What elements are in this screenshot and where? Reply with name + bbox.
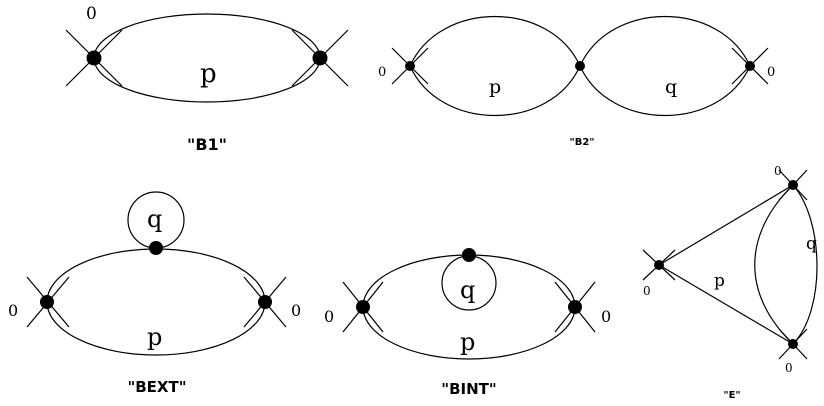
diagram-bext: 0 0 q p "BEXT" bbox=[8, 191, 301, 396]
b1-right-vertex bbox=[312, 50, 328, 66]
e-arc-left bbox=[754, 184, 794, 345]
b2-right-vertex bbox=[745, 61, 755, 71]
diagram-e: 0 0 0 p q "E" bbox=[642, 164, 818, 401]
b2-momentum-q: q bbox=[665, 76, 677, 98]
bint-momentum-q: q bbox=[460, 276, 475, 304]
b1-left-vertex bbox=[86, 50, 102, 66]
e-zero-top-label: 0 bbox=[774, 164, 782, 178]
e-momentum-p: p bbox=[714, 271, 725, 291]
e-zero-left-label: 0 bbox=[643, 284, 651, 298]
bext-momentum-q: q bbox=[147, 205, 162, 233]
bint-zero-left-label: 0 bbox=[324, 307, 334, 326]
e-top-vertex bbox=[788, 180, 798, 190]
e-zero-bottom-label: 0 bbox=[785, 361, 793, 375]
b2-middle-vertex bbox=[575, 61, 585, 71]
b2-loop1-top bbox=[409, 15, 581, 67]
bint-tadpole-vertex bbox=[462, 248, 476, 262]
e-upper-propagator bbox=[658, 184, 794, 266]
bint-caption: "BINT" bbox=[441, 380, 496, 398]
b2-zero-right-label: 0 bbox=[767, 65, 775, 80]
b2-zero-left-label: 0 bbox=[378, 65, 386, 80]
bext-right-vertex bbox=[258, 295, 272, 309]
b2-left-vertex bbox=[405, 61, 415, 71]
bext-left-vertex bbox=[40, 295, 54, 309]
b1-caption: "B1" bbox=[187, 135, 227, 154]
diagram-b2: 0 0 p q "B2" bbox=[378, 15, 775, 148]
bext-caption: "BEXT" bbox=[127, 378, 186, 396]
e-bottom-vertex bbox=[788, 339, 798, 349]
b2-loop1-bottom bbox=[409, 65, 581, 117]
b2-loop2-bottom bbox=[579, 65, 751, 117]
bext-zero-left-label: 0 bbox=[8, 301, 18, 320]
e-momentum-q: q bbox=[806, 234, 817, 254]
bint-right-vertex bbox=[568, 300, 582, 314]
diagram-bint: 0 0 q p "BINT" bbox=[324, 248, 611, 398]
b2-caption: "B2" bbox=[570, 137, 595, 148]
diagram-b1: 0 p "B1" bbox=[65, 4, 349, 154]
bint-left-vertex bbox=[356, 300, 370, 314]
e-arc-right bbox=[792, 184, 818, 345]
b2-loop2-top bbox=[579, 15, 751, 67]
bext-tadpole-vertex bbox=[149, 241, 163, 255]
e-caption: "E" bbox=[723, 390, 740, 401]
bext-momentum-p: p bbox=[147, 323, 162, 351]
e-lower-propagator bbox=[658, 264, 794, 345]
b1-momentum-p: p bbox=[200, 59, 217, 89]
bint-momentum-p: p bbox=[460, 328, 475, 356]
bint-zero-right-label: 0 bbox=[601, 307, 611, 326]
e-left-vertex bbox=[654, 260, 664, 270]
b1-zero-label: 0 bbox=[86, 4, 97, 24]
b2-momentum-p: p bbox=[489, 76, 501, 98]
bext-zero-right-label: 0 bbox=[291, 301, 301, 320]
